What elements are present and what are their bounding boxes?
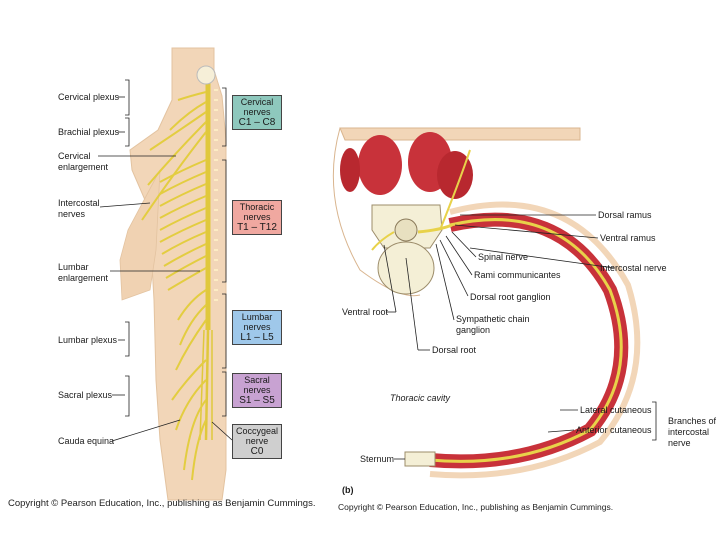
copyright-left: Copyright © Pearson Education, Inc., pub…: [8, 498, 316, 509]
lumbar-nerves-box: Lumbar nerves L1 – L5: [232, 310, 282, 345]
cross-section: [332, 127, 641, 479]
peripheral-nerves: [141, 91, 207, 481]
sacral-nerves-line1: Sacral: [244, 375, 270, 385]
cervical-nerves-range: C1 – C8: [238, 117, 276, 128]
label-ventral-ramus: Ventral ramus: [600, 233, 656, 243]
label-thoracic-cavity: Thoracic cavity: [390, 393, 451, 403]
coccygeal-nerve-box: Coccygeal nerve C0: [232, 424, 282, 459]
cervical-nerves-box: Cervical nerves C1 – C8: [232, 95, 282, 130]
label-anterior-cutaneous: Anterior cutaneous: [576, 425, 652, 435]
coccygeal-nerve-line2: nerve: [245, 436, 269, 446]
thoracic-nerves-range: T1 – T12: [237, 222, 277, 233]
label-lumbar-plexus: Lumbar plexus: [58, 335, 118, 345]
label-sympathetic-chain-2: ganglion: [456, 325, 491, 335]
label-branches-2: intercostal: [668, 427, 710, 437]
thoracic-nerves-box: Thoracic nerves T1 – T12: [232, 200, 282, 235]
label-brachial-plexus: Brachial plexus: [58, 127, 120, 137]
label-lumbar-enlargement-1: Lumbar: [58, 262, 89, 272]
sacral-nerves-box: Sacral nerves S1 – S5: [232, 373, 282, 408]
coccygeal-nerve-range: C0: [250, 446, 264, 457]
leader-lines-left: [98, 79, 233, 442]
label-ventral-root: Ventral root: [342, 307, 389, 317]
cervical-nerves-line1: Cervical: [240, 97, 274, 107]
label-dorsal-root: Dorsal root: [432, 345, 477, 355]
label-cervical-enlargement-2: enlargement: [58, 162, 109, 172]
label-cervical-plexus: Cervical plexus: [58, 92, 120, 102]
label-cauda-equina: Cauda equina: [58, 436, 115, 446]
lumbar-nerves-line2: nerves: [243, 322, 271, 332]
thoracic-nerves-line2: nerves: [243, 212, 271, 222]
vertebrae: [214, 89, 218, 301]
label-intercostal-nerve: Intercostal nerve: [600, 263, 667, 273]
cervical-nerves-line2: nerves: [243, 107, 271, 117]
lumbar-nerves-line1: Lumbar: [241, 312, 273, 322]
label-branches-3: nerve: [668, 438, 691, 448]
label-dorsal-root-ganglion: Dorsal root ganglion: [470, 292, 551, 302]
spinal-cord: [196, 65, 216, 441]
leader-lines-right: [383, 214, 657, 460]
panel-letter-b: (b): [342, 485, 354, 495]
label-intercostal-nerves-1: Intercostal: [58, 198, 100, 208]
label-dorsal-ramus: Dorsal ramus: [598, 210, 652, 220]
label-lumbar-enlargement-2: enlargement: [58, 273, 109, 283]
label-lateral-cutaneous: Lateral cutaneous: [580, 405, 652, 415]
label-intercostal-nerves-2: nerves: [58, 209, 86, 219]
label-sacral-plexus: Sacral plexus: [58, 390, 113, 400]
label-sternum: Sternum: [360, 454, 395, 464]
coccygeal-nerve-line1: Coccygeal: [235, 426, 279, 436]
label-cervical-enlargement-1: Cervical: [58, 151, 91, 161]
thoracic-nerves-line1: Thoracic: [239, 202, 275, 212]
lumbar-nerves-range: L1 – L5: [240, 332, 274, 343]
label-spinal-nerve: Spinal nerve: [478, 252, 529, 262]
sacral-nerves-range: S1 – S5: [239, 395, 275, 406]
label-sympathetic-chain-1: Sympathetic chain: [456, 314, 530, 324]
label-rami-communicantes: Rami communicantes: [474, 270, 561, 280]
label-branches-1: Branches of: [668, 416, 717, 426]
copyright-right: Copyright © Pearson Education, Inc., pub…: [338, 502, 614, 512]
sacral-nerves-line2: nerves: [243, 385, 271, 395]
